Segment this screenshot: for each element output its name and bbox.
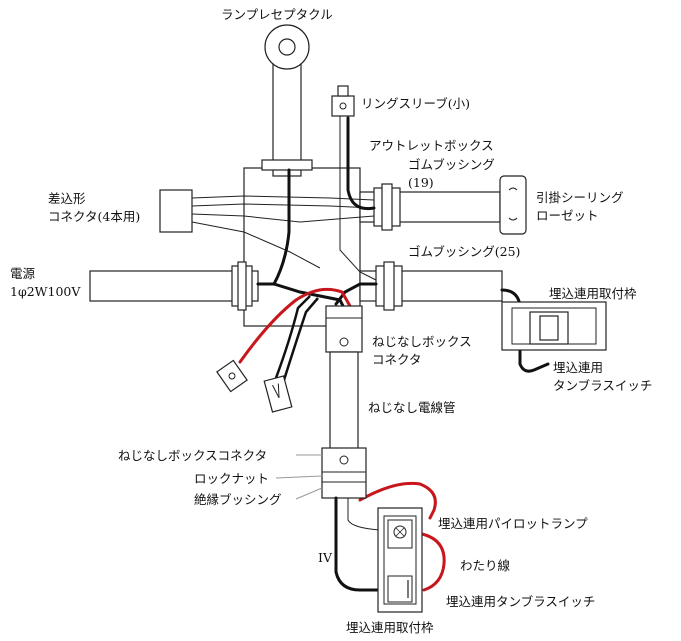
red-wires bbox=[238, 287, 446, 592]
bottom-white-wires bbox=[347, 498, 381, 531]
ring-sleeve bbox=[331, 85, 355, 117]
threadless-conduit-assembly bbox=[321, 305, 367, 499]
label-threadless-conduit: ねじなし電線管 bbox=[368, 400, 456, 415]
ceiling-rosette bbox=[499, 175, 527, 235]
black-wires bbox=[256, 116, 550, 373]
power-cable bbox=[89, 261, 259, 311]
label-frame-bottom: 埋込連用取付枠 bbox=[346, 620, 434, 635]
label-ring-sleeve: リングスリーブ(小) bbox=[361, 96, 471, 111]
label-outlet-box: アウトレットボックス bbox=[369, 138, 494, 153]
label-iv: IV bbox=[318, 550, 332, 565]
label-rubber-bushing-25: ゴムブッシング(25) bbox=[408, 244, 521, 259]
label-push-connector-a: 差込形 bbox=[48, 191, 86, 206]
label-switch-bottom: 埋込連用タンブラスイッチ bbox=[446, 594, 596, 609]
small-connector-right bbox=[263, 375, 293, 413]
label-lamp-receptacle: ランプレセプタクル bbox=[221, 7, 333, 22]
small-connector-left bbox=[216, 359, 248, 393]
label-threadless-connector-bottom: ねじなしボックスコネクタ bbox=[118, 448, 268, 463]
label-rubber-bushing-19-a: ゴムブッシング bbox=[408, 157, 495, 172]
label-pilot-lamp: 埋込連用パイロットランプ bbox=[438, 516, 588, 531]
connector-wires bbox=[274, 295, 319, 381]
leader-lines bbox=[275, 454, 323, 500]
label-switch-top-a: 埋込連用 bbox=[553, 360, 604, 375]
label-rubber-bushing-19-b: (19) bbox=[408, 175, 434, 190]
label-insulating-bushing: 絶縁ブッシング bbox=[194, 492, 282, 507]
rosette-cable bbox=[359, 183, 501, 231]
label-ceiling-rosette-b: ローゼット bbox=[536, 208, 599, 223]
label-locknut: ロックナット bbox=[194, 471, 270, 486]
switch-cable bbox=[359, 261, 503, 311]
lamp-receptacle bbox=[261, 24, 313, 177]
push-connector bbox=[159, 189, 193, 233]
label-ceiling-rosette-a: 引掛シーリング bbox=[536, 190, 624, 205]
label-frame-top: 埋込連用取付枠 bbox=[549, 286, 637, 301]
label-push-connector-b: コネクタ(4本用) bbox=[48, 209, 141, 224]
label-threadless-connector-b: コネクタ bbox=[372, 352, 422, 367]
label-switch-top-b: タンブラスイッチ bbox=[553, 378, 653, 393]
label-power-b: 1φ2W100V bbox=[10, 284, 81, 299]
label-threadless-connector-a: ねじなしボックス bbox=[372, 334, 472, 349]
label-jumper-wire: わたり線 bbox=[460, 558, 511, 573]
switch-frame-top bbox=[501, 301, 607, 351]
switch-frame-bottom bbox=[377, 507, 423, 613]
label-power-a: 電源 bbox=[10, 266, 36, 281]
bottom-black-wires bbox=[334, 496, 382, 592]
